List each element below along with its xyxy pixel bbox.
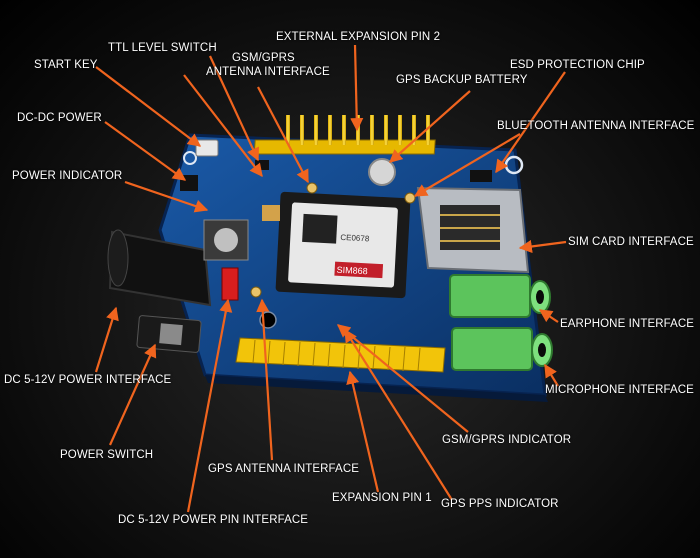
label-gps-backup-battery: GPS BACKUP BATTERY xyxy=(396,74,528,86)
label-start-key: START KEY xyxy=(34,59,98,71)
sim-card-holder xyxy=(416,186,530,274)
label-gsm-gprs-indicator: GSM/GPRS INDICATOR xyxy=(442,434,572,446)
ce-mark-text: CE0678 xyxy=(340,233,370,244)
label-expansion-pin-1: EXPANSION PIN 1 xyxy=(332,492,432,504)
label-power-switch: POWER SWITCH xyxy=(60,449,154,461)
label-ttl-level-switch: TTL LEVEL SWITCH xyxy=(108,42,217,54)
label-dc-power-interface: DC 5-12V POWER INTERFACE xyxy=(4,374,172,386)
label-bluetooth-antenna-interface: BLUETOOTH ANTENNA INTERFACE xyxy=(497,120,695,132)
ttl-jumper xyxy=(221,267,239,301)
expansion-header-1 xyxy=(235,337,446,373)
label-microphone-interface: MICROPHONE INTERFACE xyxy=(545,384,694,396)
callout-arrows xyxy=(94,44,567,513)
label-gps-antenna-interface: GPS ANTENNA INTERFACE xyxy=(208,463,359,475)
label-power-indicator: POWER INDICATOR xyxy=(12,170,123,182)
start-key-button xyxy=(195,139,219,157)
module-chip-text: SIM868 xyxy=(336,265,368,277)
esd-chip xyxy=(470,170,492,182)
mount-hole-icon xyxy=(183,151,197,165)
label-sim-card-interface: SIM CARD INTERFACE xyxy=(568,236,694,248)
label-antenna-interface: ANTENNA INTERFACE xyxy=(206,66,330,78)
label-earphone-interface: EARPHONE INTERFACE xyxy=(560,318,695,330)
capacitor xyxy=(262,205,280,221)
label-esd-protection-chip: ESD PROTECTION CHIP xyxy=(510,59,645,71)
gps-antenna-connector-icon xyxy=(250,286,262,298)
bt-antenna-connector-icon xyxy=(404,192,416,204)
label-dc-dc-power: DC-DC POWER xyxy=(17,112,102,124)
microphone-jack xyxy=(451,327,553,371)
dc-barrel-jack xyxy=(107,229,212,307)
label-gsm-gprs: GSM/GPRS xyxy=(232,52,295,64)
gsm-antenna-connector-icon xyxy=(306,182,318,194)
expansion-header-2 xyxy=(253,115,436,155)
power-switch xyxy=(136,315,202,353)
label-external-expansion-pin-2: EXTERNAL EXPANSION PIN 2 xyxy=(276,31,441,43)
earphone-jack xyxy=(449,274,551,318)
sim868-module: SIM868 CE0678 xyxy=(275,191,411,299)
label-gps-pps-indicator: GPS PPS INDICATOR xyxy=(441,498,559,510)
label-dc-power-pin-interface: DC 5-12V POWER PIN INTERFACE xyxy=(118,514,309,526)
gps-battery-icon xyxy=(368,158,396,186)
qr-code-icon xyxy=(302,213,338,244)
